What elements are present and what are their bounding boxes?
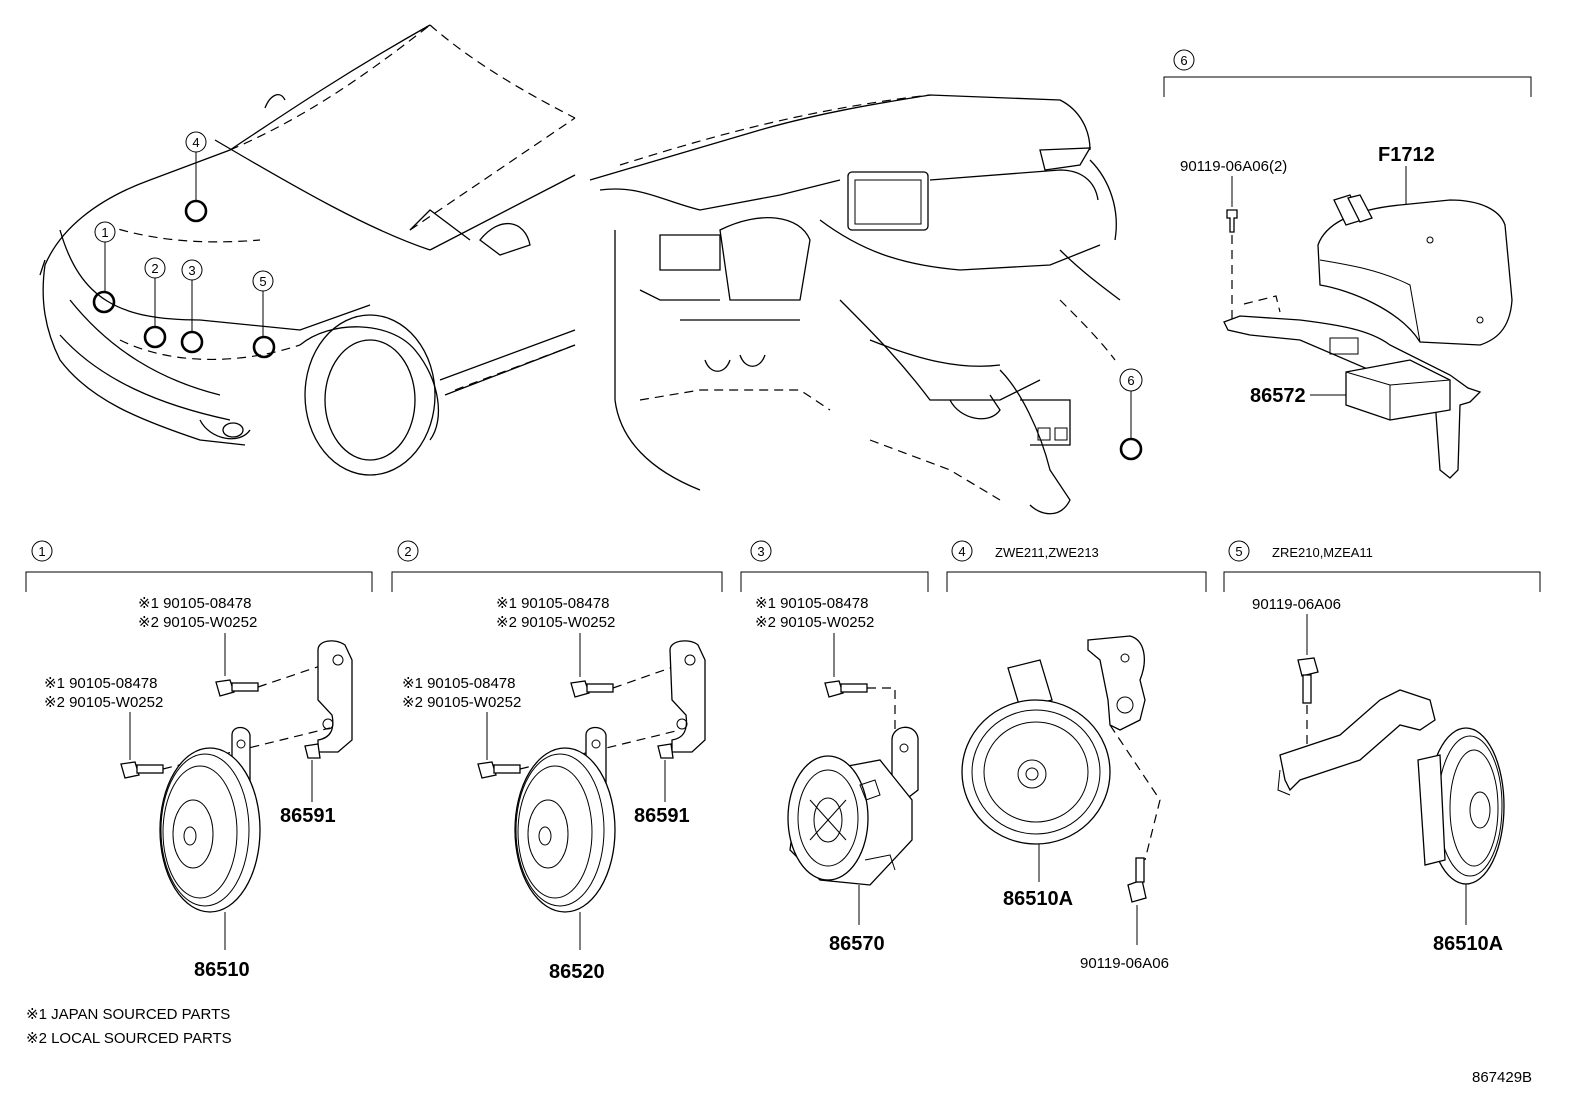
s1-bracket-label: 86591 [280,805,336,827]
section-5-model-label: ZRE210,MZEA11 [1272,545,1373,560]
vehicle-front-illustration [39,24,576,476]
bolt-icon [215,679,259,697]
horn-bracket [1279,689,1436,792]
bolt-icon [1297,657,1319,704]
horn-86510 [159,747,261,913]
horn-location-marker-4 [184,199,208,223]
horn-location-marker-1 [92,290,116,314]
s4-horn-label: 86510A [1003,888,1073,910]
horn-bracket [1087,635,1146,731]
horn-location-marker-3 [180,330,204,354]
s6-cover-label: F1712 [1378,144,1435,166]
s3-horn-label: 86570 [829,933,885,955]
horn-86510A [1417,727,1505,885]
callout-3[interactable]: 3 [180,259,204,354]
horn-86520 [514,747,616,913]
section-4: 4 ZWE211,ZWE213 90119-06A06 86510A [946,540,1207,972]
svg-text:5: 5 [259,274,266,289]
s2-bolt-b-line2: ※2 90105-W0252 [402,694,521,711]
callout-1[interactable]: 1 [92,221,116,314]
section-1: 1 ※1 90105-08478 ※2 90105-W0252 ※1 90105… [25,540,373,981]
s1-bolt-b-line1: ※1 90105-08478 [44,675,158,692]
bolt-icon [1127,857,1147,903]
s2-horn-label: 86520 [549,961,605,983]
bolt-icon [570,680,614,698]
section-4-model-label: ZWE211,ZWE213 [995,545,1099,560]
section-6: 6 90119-06A06(2) F1712 86572 [1163,49,1532,479]
section-1-number: 1 [38,544,45,559]
s4-bolt-label: 90119-06A06 [1080,955,1169,972]
vehicle-callouts: 1 2 3 4 5 [92,131,276,359]
module-86572 [1345,359,1451,421]
horn-location-marker-2 [143,325,167,349]
s2-bolt-a-line1: ※1 90105-08478 [496,595,610,612]
s1-bolt-a-line1: ※1 90105-08478 [138,595,252,612]
bracket-86591 [669,640,706,753]
s1-bolt-a-line2: ※2 90105-W0252 [138,614,257,631]
s2-bolt-a-line2: ※2 90105-W0252 [496,614,615,631]
bolt-icon [824,680,868,698]
section-2: 2 ※1 90105-08478 ※2 90105-W0252 ※1 90105… [391,540,723,983]
interior-callout-6[interactable]: 6 [1119,368,1143,461]
module-location-marker-6 [1119,437,1143,461]
s5-horn-label: 86510A [1433,933,1503,955]
bracket-86591 [317,640,353,753]
s5-bolt-label: 90119-06A06 [1252,596,1341,613]
section-3-number: 3 [757,544,764,559]
s6-module-label: 86572 [1250,385,1306,407]
footnote-1: ※1 JAPAN SOURCED PARTS [26,1006,230,1023]
section-2-number: 2 [404,544,411,559]
bolt-icon [120,761,164,779]
callout-5[interactable]: 5 [252,270,276,359]
svg-text:2: 2 [151,261,158,276]
s2-bracket-label: 86591 [634,805,690,827]
svg-text:4: 4 [192,135,199,150]
footnote-2: ※2 LOCAL SOURCED PARTS [26,1030,232,1047]
svg-text:1: 1 [101,225,108,240]
s3-bolt-line2: ※2 90105-W0252 [755,614,874,631]
callout-4[interactable]: 4 [184,131,208,223]
section-4-number: 4 [958,544,965,559]
bolt-icon [477,761,521,779]
section-5-number: 5 [1235,544,1242,559]
footnotes: ※1 JAPAN SOURCED PARTS ※2 LOCAL SOURCED … [26,1006,232,1047]
s2-bolt-b-line1: ※1 90105-08478 [402,675,516,692]
s3-bolt-line1: ※1 90105-08478 [755,595,869,612]
s1-bolt-b-line2: ※2 90105-W0252 [44,694,163,711]
horn-location-marker-5 [252,335,276,359]
section-5: 5 ZRE210,MZEA11 90119-06A06 86510A [1223,540,1541,955]
section-6-number: 6 [1180,53,1187,68]
dashboard-illustration [589,94,1121,515]
horn-86510A [961,699,1111,845]
s6-bolt-label: 90119-06A06(2) [1180,158,1287,175]
svg-text:6: 6 [1127,373,1134,388]
callout-2[interactable]: 2 [143,257,167,349]
section-3: 3 ※1 90105-08478 ※2 90105-W0252 86570 [740,540,929,955]
svg-text:3: 3 [188,263,195,278]
diagram-id: 867429B [1472,1069,1532,1086]
bolt-icon [1226,209,1238,233]
s1-horn-label: 86510 [194,959,250,981]
horn-86570 [787,755,913,886]
